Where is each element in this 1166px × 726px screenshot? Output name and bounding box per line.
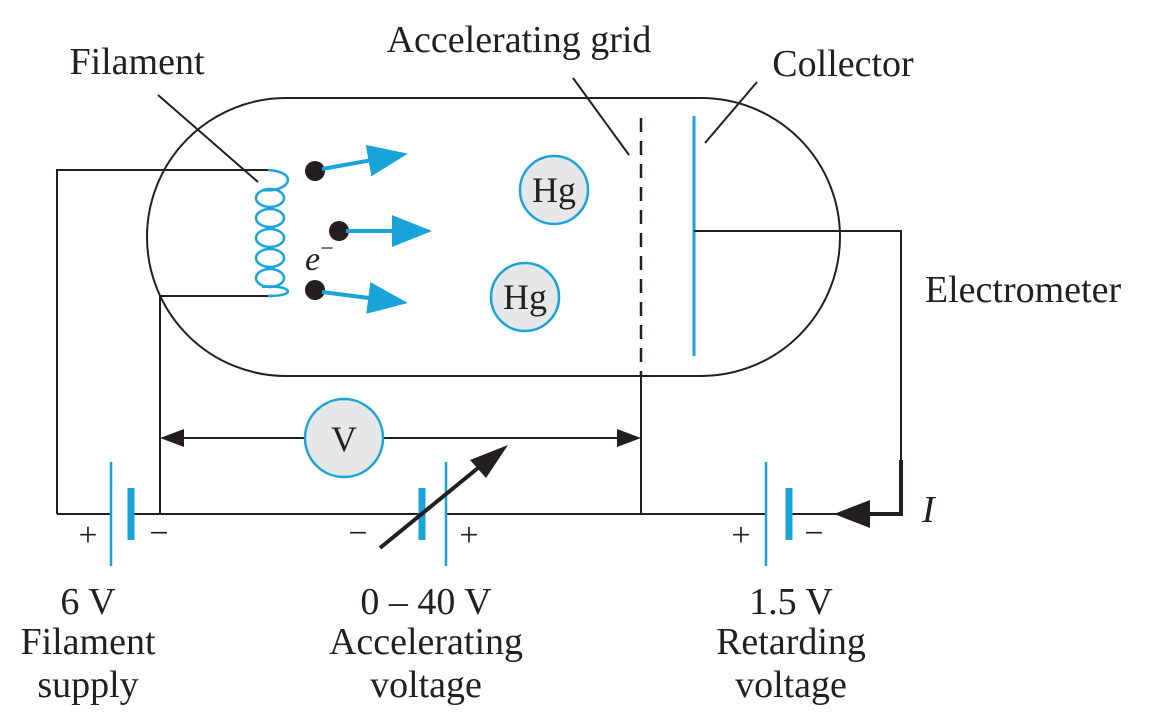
collector-pointer bbox=[704, 81, 758, 144]
svg-text:Accelerating: Accelerating bbox=[329, 621, 523, 663]
svg-text:0 – 40 V: 0 – 40 V bbox=[360, 581, 492, 623]
collector-wire bbox=[694, 230, 902, 460]
filament-label: Filament bbox=[69, 41, 205, 83]
electron-arrow bbox=[321, 144, 408, 177]
svg-text:1.5 V: 1.5 V bbox=[749, 581, 833, 623]
svg-text:Retarding: Retarding bbox=[716, 621, 866, 663]
hg-atom: Hg bbox=[489, 261, 561, 333]
electrons bbox=[305, 144, 432, 314]
accelerating-minus: − bbox=[348, 515, 367, 552]
svg-text:V: V bbox=[331, 419, 357, 459]
svg-text:voltage: voltage bbox=[370, 664, 482, 706]
collector-label: Collector bbox=[772, 43, 914, 85]
hg-atom: Hg bbox=[518, 154, 590, 226]
accelerating-voltage-caption: 0 – 40 V Accelerating voltage bbox=[329, 581, 523, 706]
electron-dot bbox=[305, 280, 325, 300]
filament-wire-bottom bbox=[159, 295, 268, 514]
svg-text:Filament: Filament bbox=[20, 621, 156, 663]
electron-dot bbox=[329, 221, 349, 241]
accelerating-grid-label: Accelerating grid bbox=[387, 19, 652, 61]
retarding-plus: + bbox=[731, 517, 750, 554]
electron-dot bbox=[305, 161, 325, 181]
svg-text:Hg: Hg bbox=[503, 277, 547, 317]
svg-text:supply: supply bbox=[37, 664, 138, 706]
battery-filament-supply bbox=[109, 462, 135, 566]
variable-arrowhead bbox=[470, 445, 508, 478]
battery-accelerating bbox=[418, 462, 448, 566]
filament-supply-plus: + bbox=[78, 517, 97, 554]
current-arrowhead bbox=[834, 500, 870, 528]
current-wire bbox=[860, 460, 903, 516]
voltmeter-arrowhead-right bbox=[617, 429, 641, 447]
svg-text:6 V: 6 V bbox=[60, 581, 116, 623]
filament-supply-caption: 6 V Filament supply bbox=[20, 581, 156, 706]
voltmeter-arrowhead-left bbox=[160, 429, 184, 447]
retarding-minus: − bbox=[804, 515, 823, 552]
filament-pointer bbox=[157, 94, 259, 183]
svg-text:voltage: voltage bbox=[735, 664, 847, 706]
filament-wire-top bbox=[56, 169, 268, 514]
svg-text:Hg: Hg bbox=[532, 170, 576, 210]
grid-pointer bbox=[572, 77, 630, 156]
tube-envelope bbox=[146, 97, 841, 377]
filament-supply-minus: − bbox=[149, 515, 168, 552]
electron-label: e− bbox=[305, 236, 334, 278]
electrometer-label: Electrometer bbox=[925, 269, 1122, 311]
variable-arrow bbox=[378, 466, 480, 550]
current-label: I bbox=[921, 489, 937, 531]
retarding-voltage-caption: 1.5 V Retarding voltage bbox=[716, 581, 866, 706]
voltmeter: V bbox=[303, 397, 385, 479]
filament-coil bbox=[254, 168, 290, 298]
accelerating-plus: + bbox=[459, 517, 478, 554]
battery-retarding bbox=[764, 462, 793, 566]
electron-arrow bbox=[321, 282, 408, 314]
